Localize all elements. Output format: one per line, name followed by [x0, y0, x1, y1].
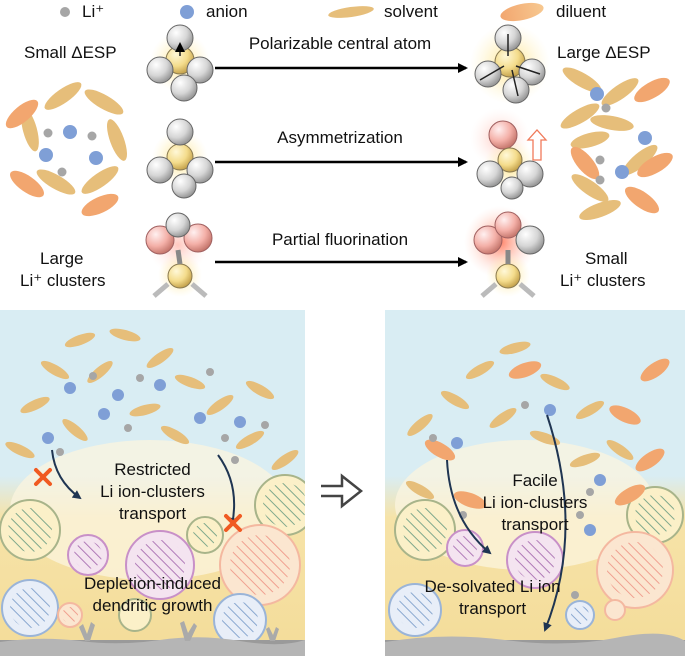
up-arrow-icon [526, 129, 548, 161]
legend-li-label: Li⁺ [82, 2, 105, 21]
strategy-label-fluorination: Partial fluorination [271, 230, 409, 249]
li-dot-icon [60, 7, 70, 17]
molecule-fluorinated-before [145, 212, 213, 298]
restricted-text-1: Restricted [114, 460, 191, 479]
molecule-fluorinated-after [464, 206, 545, 298]
molecule-asymmetric-after [470, 108, 548, 200]
desolvated-text-2: transport [458, 599, 527, 618]
legend-diluent-label: diluent [556, 2, 607, 21]
desolvated-text-1: De-solvated Li ion [424, 577, 561, 596]
small-desp-label: Small ΔESP [24, 43, 117, 62]
legend-anion: anion [180, 0, 248, 24]
restricted-transport-panel: Restricted Li ion-clusters transport Dep… [0, 310, 305, 656]
legend-diluent: diluent [498, 0, 607, 25]
strategy-label-asymmetrization: Asymmetrization [277, 128, 403, 147]
molecule-asymmetric-before [146, 118, 214, 199]
large-cluster-diagram [5, 82, 127, 217]
transport-path-right [217, 454, 238, 527]
legend-solvent-label: solvent [384, 2, 438, 21]
small-cluster-diagram [560, 67, 673, 220]
restricted-panel-art [0, 328, 305, 656]
facile-path-left [446, 459, 492, 555]
large-clusters-label-1: Large [40, 249, 84, 268]
strategy-label-polarizable: Polarizable central atom [248, 34, 432, 53]
depletion-text-2: dendritic growth [92, 596, 213, 615]
legend-solvent: solvent [327, 0, 438, 24]
large-desp-label: Large ΔESP [557, 43, 651, 62]
top-diagram [5, 24, 673, 298]
large-clusters-label-2: Li⁺ clusters [20, 271, 106, 290]
facile-transport-panel: Facile Li ion-clusters transport De-solv… [385, 310, 685, 656]
facile-path-right [543, 414, 567, 632]
blocked-cross-icon [34, 468, 52, 486]
restricted-text-2: Li ion-clusters [100, 482, 205, 501]
anion-dot-icon [180, 5, 194, 19]
blocked-cross-icon-2 [224, 514, 242, 532]
right-chevron-icon [321, 473, 364, 509]
transport-path-left [51, 449, 82, 500]
facile-panel-art [385, 341, 685, 656]
depletion-text-1: Depletion-induced [83, 574, 222, 593]
legend-anion-label: anion [206, 2, 248, 21]
molecule-polarizable-after [470, 24, 550, 104]
facile-text-2: Li ion-clusters [482, 493, 588, 512]
small-clusters-label-2: Li⁺ clusters [560, 271, 646, 290]
small-clusters-label-1: Small [585, 249, 628, 268]
restricted-text-3: transport [118, 504, 187, 523]
molecule-polarizable-before [146, 24, 214, 102]
facile-text-3: transport [501, 515, 569, 534]
legend-li: Li⁺ [60, 0, 104, 24]
facile-text-1: Facile [512, 471, 558, 490]
